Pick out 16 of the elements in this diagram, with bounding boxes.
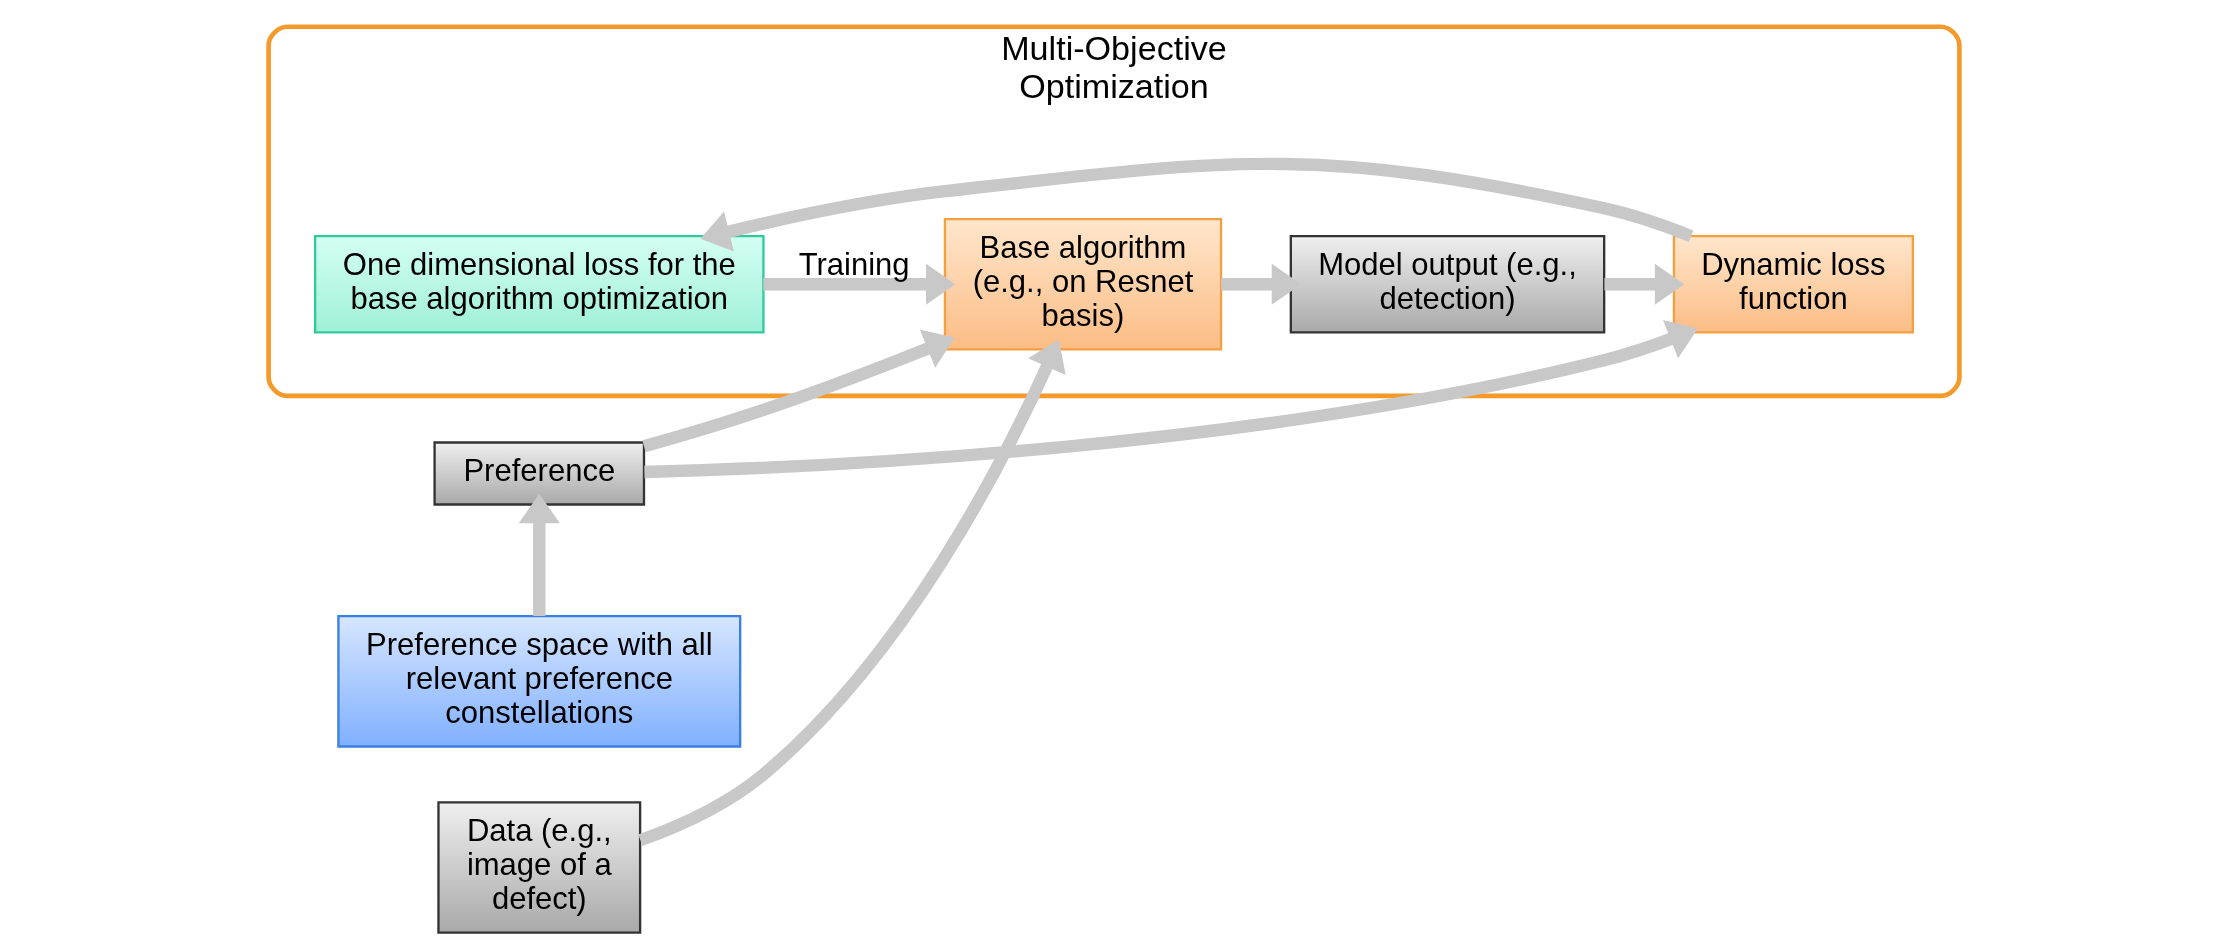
node-box: Data (e.g., image of a defect): [436, 801, 641, 934]
node-box: Preference: [432, 441, 645, 506]
node-box: Base algorithm (e.g., on Resnet basis): [943, 217, 1222, 351]
edge-label: Training: [798, 246, 910, 282]
arrow: [699, 157, 1693, 252]
arrow: [641, 329, 955, 453]
node-box: One dimensional loss for the base algorithm optimization: [313, 235, 765, 334]
arrow: [518, 493, 560, 616]
arrow: [1220, 263, 1301, 305]
arrow: [1603, 263, 1684, 305]
arrow: [762, 263, 955, 305]
arrow: [637, 339, 1066, 847]
node-box: Preference space with all relevant preference constellations: [336, 615, 741, 748]
node-box: Dynamic loss function: [1672, 235, 1914, 334]
node-box: Model output (e.g., detection): [1289, 235, 1605, 334]
arrow: [643, 319, 1698, 479]
